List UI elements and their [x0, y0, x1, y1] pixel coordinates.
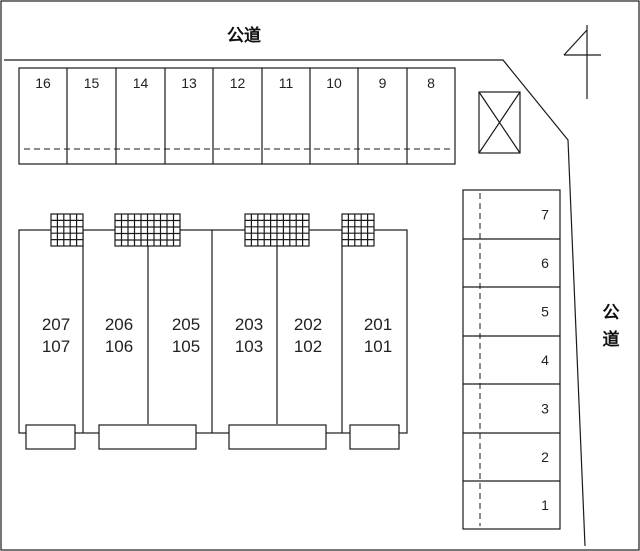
balcony-grates [50, 213, 375, 247]
top-parking-frame [18, 67, 456, 165]
parking-stall-number: 12 [230, 75, 246, 91]
unit-number-upper: 205 [172, 315, 200, 334]
grid-icon [50, 213, 84, 247]
unit-number-upper: 207 [42, 315, 70, 334]
parking-stall-number: 15 [84, 75, 100, 91]
unit-number-lower: 105 [172, 337, 200, 356]
parking-stall-number: 2 [541, 449, 549, 465]
unit-number-upper: 202 [294, 315, 322, 334]
grid-icon [341, 213, 375, 247]
north-arrow-icon [563, 25, 601, 99]
unit-number-lower: 101 [364, 337, 392, 356]
road-label-right-1: 公 [603, 303, 620, 323]
unit-number-lower: 106 [105, 337, 133, 356]
site-boundary [4, 59, 586, 547]
right-parking-column: 7 6 5 4 3 2 1 [462, 189, 561, 530]
parking-stall-number: 11 [279, 75, 294, 91]
step-right [349, 424, 400, 450]
step-center-right [228, 424, 327, 450]
unit-number-lower: 103 [235, 337, 263, 356]
unit-number-lower: 102 [294, 337, 322, 356]
parking-stall-number: 16 [35, 75, 51, 91]
parking-stall-number: 13 [181, 75, 197, 91]
unit-number-upper: 203 [235, 315, 263, 334]
parking-stall-number: 5 [541, 304, 549, 320]
crossed-box-icon [478, 91, 521, 154]
parking-stall-number: 8 [427, 75, 435, 91]
step-center-left [98, 424, 197, 450]
parking-stall-number: 7 [541, 207, 549, 223]
grid-icon [244, 213, 310, 247]
step-left [25, 424, 76, 450]
parking-stall-number: 9 [379, 75, 387, 91]
unit-number-lower: 107 [42, 337, 70, 356]
right-parking-frame [462, 189, 561, 530]
parking-stall-number: 14 [133, 75, 149, 91]
parking-stall-number: 6 [541, 255, 549, 271]
road-label-right-2: 道 [603, 329, 620, 350]
top-parking-row: 16 15 14 13 12 11 10 9 8 [18, 67, 456, 165]
unit-number-upper: 206 [105, 315, 133, 334]
apartment-building: 207 107 206 106 205 105 203 103 202 102 201 101 [18, 229, 408, 434]
parking-stall-number: 3 [541, 401, 549, 417]
unit-number-upper: 201 [364, 315, 392, 334]
road-label-top: 公道 [227, 25, 261, 46]
building-outline [18, 229, 408, 434]
parking-stall-number: 4 [541, 352, 549, 368]
parking-stall-number: 1 [541, 497, 549, 513]
entrance-steps [25, 424, 400, 450]
parking-stall-number: 10 [326, 75, 342, 91]
grid-icon [114, 213, 181, 247]
